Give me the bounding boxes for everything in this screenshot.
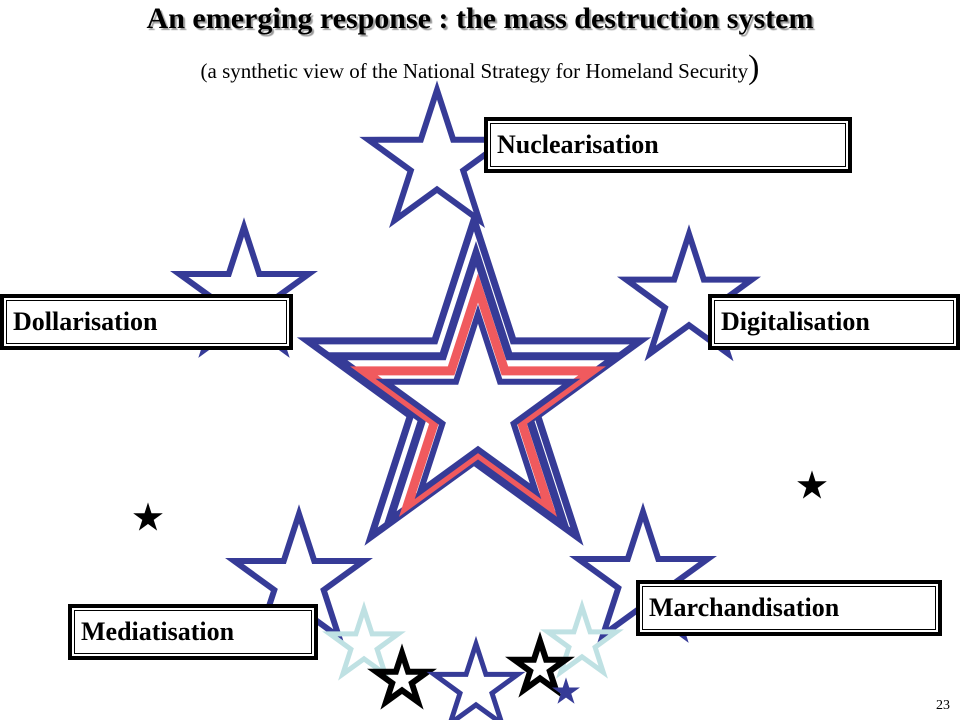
label-box-marchandisation: Marchandisation	[636, 580, 942, 636]
label-box-mediatisation: Mediatisation	[68, 604, 318, 660]
label-box-digitalisation: Digitalisation	[708, 294, 960, 350]
slide-title: An emerging response : the mass destruct…	[146, 2, 814, 35]
label-digitalisation: Digitalisation	[714, 300, 954, 344]
slide-subtitle: (a synthetic view of the National Strate…	[0, 51, 960, 85]
small-black-star-left-icon	[133, 502, 163, 531]
star-digitalisation-icon	[616, 224, 762, 362]
small-black-star-right-icon	[797, 470, 827, 499]
label-dollarisation: Dollarisation	[6, 300, 287, 344]
subtitle-open-paren: (	[200, 59, 208, 83]
subtitle-text: a synthetic view of the National Strateg…	[207, 59, 749, 83]
central-star-inner-icon	[375, 304, 581, 500]
label-mediatisation: Mediatisation	[74, 610, 312, 654]
label-box-nuclearisation: Nuclearisation	[484, 117, 852, 173]
slide-number: 23	[936, 698, 950, 713]
label-marchandisation: Marchandisation	[642, 586, 936, 630]
subtitle-close-paren: )	[748, 49, 760, 86]
label-box-dollarisation: Dollarisation	[0, 294, 293, 350]
label-nuclearisation: Nuclearisation	[490, 123, 846, 167]
